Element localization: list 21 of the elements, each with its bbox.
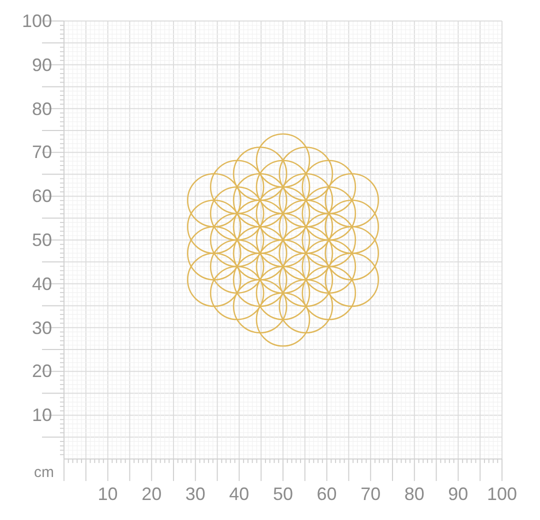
axis-tick-label: 70 <box>32 142 52 162</box>
axis-tick-label: 30 <box>32 318 52 338</box>
axis-tick-label: 60 <box>32 186 52 206</box>
axis-tick-label: 100 <box>22 11 52 31</box>
axis-tick-label: 10 <box>32 405 52 426</box>
axis-tick-label: 50 <box>32 230 52 250</box>
axis-tick-label: 90 <box>447 484 470 504</box>
axis-tick-label: 30 <box>184 484 206 504</box>
axis-tick-label: 40 <box>32 274 52 294</box>
axis-tick-label: 70 <box>360 484 382 504</box>
axis-tick-label: 50 <box>272 484 294 504</box>
axis-tick-label: 20 <box>140 484 163 504</box>
axis-tick-label: 60 <box>316 484 338 504</box>
unit-label: cm <box>34 463 54 483</box>
axis-tick-label: 90 <box>32 54 52 75</box>
axis-tick-label: 40 <box>228 484 250 504</box>
axis-tick-label: 100 <box>486 484 518 504</box>
axis-tick-label: 80 <box>403 484 426 504</box>
axis-tick-label: 80 <box>32 98 52 119</box>
axis-tick-label: 10 <box>96 484 119 504</box>
axis-tick-label: 20 <box>32 361 52 382</box>
